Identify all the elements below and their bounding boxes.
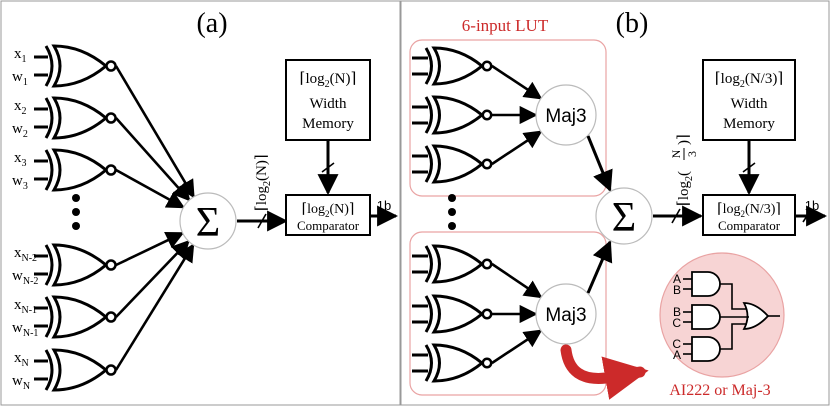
svg-text:3: 3	[685, 151, 699, 157]
panel-a-comparator-label: Comparator	[297, 218, 360, 233]
panel-b-comparator-label: Comparator	[718, 218, 781, 233]
xnor-gate	[412, 244, 543, 299]
panel-a-memory-bitwidth: ⌈log2(N)⌉	[300, 71, 357, 90]
panel-b-bus-width-label: ⌈log2( N 3 )⌉	[669, 134, 699, 206]
lut-box-bottom	[409, 231, 607, 396]
panel-a-width-memory	[285, 59, 371, 141]
svg-text:N: N	[669, 149, 683, 158]
panel-b-gates	[412, 46, 543, 383]
panel-b-label: (b)	[616, 8, 649, 39]
panel-b-memory-line2: Memory	[723, 116, 775, 132]
xnor-gate	[412, 329, 543, 383]
maj3-node-bottom	[535, 283, 597, 345]
svg-text:⌈log2(: ⌈log2(	[676, 171, 695, 206]
maj3-label-bottom: Maj3	[545, 305, 586, 326]
xnor-gate	[412, 46, 543, 100]
input-w-label: wN-1	[12, 320, 38, 339]
zoom-arrow	[560, 344, 649, 400]
input-w-label: wN-2	[12, 268, 38, 287]
lut-box-top	[409, 39, 607, 197]
input-x-label: x3	[14, 150, 27, 169]
ai222-input-2: B	[673, 283, 681, 297]
ai222-inset	[659, 252, 785, 378]
input-x-label: xN	[14, 350, 29, 369]
xnor-gate	[412, 294, 538, 334]
ai222-input-6: A	[673, 348, 681, 362]
input-x-label: x2	[14, 98, 27, 117]
ai222-gates	[691, 271, 770, 362]
ai222-input-1: A	[673, 272, 681, 286]
panel-b-sum-symbol: Σ	[612, 195, 636, 241]
panel-b-comparator-bitwidth: ⌈log2(N/3)⌉	[717, 202, 781, 219]
panel-a-ellipsis	[72, 194, 80, 230]
input-w-label: w1	[12, 69, 28, 88]
xnor-gate: xN-1 wN-1	[12, 239, 190, 339]
input-x-label: xN-1	[14, 297, 37, 316]
svg-text:)⌉: )⌉	[676, 134, 692, 145]
panel-a-output-label: 1b	[377, 198, 391, 213]
input-w-label: w3	[12, 173, 28, 192]
input-w-label: wN	[12, 373, 30, 392]
panel-a-sum-symbol: Σ	[196, 200, 220, 246]
xnor-gate: xN wN	[12, 243, 195, 392]
ai222-input-5: C	[672, 337, 681, 351]
panel-a-frame	[0, 0, 401, 406]
panel-a-memory-line2: Memory	[302, 116, 354, 132]
panel-b-frame	[400, 0, 830, 406]
panel-b-output-label: 1b	[805, 198, 819, 213]
input-w-label: w2	[12, 121, 28, 140]
panel-a-comparator-bitwidth: ⌈log2(N)⌉	[302, 202, 355, 219]
panel-a-label: (a)	[196, 8, 227, 39]
xnor-gate: xN-2 wN-2	[12, 231, 185, 287]
panel-b-width-memory	[702, 59, 796, 141]
panel-a-memory-line1: Width	[310, 96, 347, 112]
input-x-label: xN-2	[14, 245, 37, 264]
lut-label: 6-input LUT	[462, 16, 549, 35]
ai222-input-4: C	[672, 316, 681, 330]
panel-b-memory-bitwidth: ⌈log2(N/3)⌉	[715, 71, 783, 90]
panel-b-sum-node	[595, 187, 653, 245]
maj3-label-top: Maj3	[545, 106, 586, 127]
panel-b-ellipsis	[448, 194, 456, 230]
xnor-gate	[412, 95, 538, 135]
maj3-node-top	[535, 84, 597, 146]
input-x-label: x1	[14, 46, 27, 65]
ai222-caption: AI222 or Maj-3	[669, 382, 770, 399]
panel-b-memory-line1: Width	[731, 96, 768, 112]
ai222-inputs: A B B C C A	[672, 272, 681, 362]
panel-a-sum-node	[179, 192, 237, 250]
panel-a-bus-width-label: ⌈log2(N)⌉	[254, 154, 273, 211]
ai222-input-3: B	[673, 305, 681, 319]
xnor-gate	[412, 130, 543, 184]
